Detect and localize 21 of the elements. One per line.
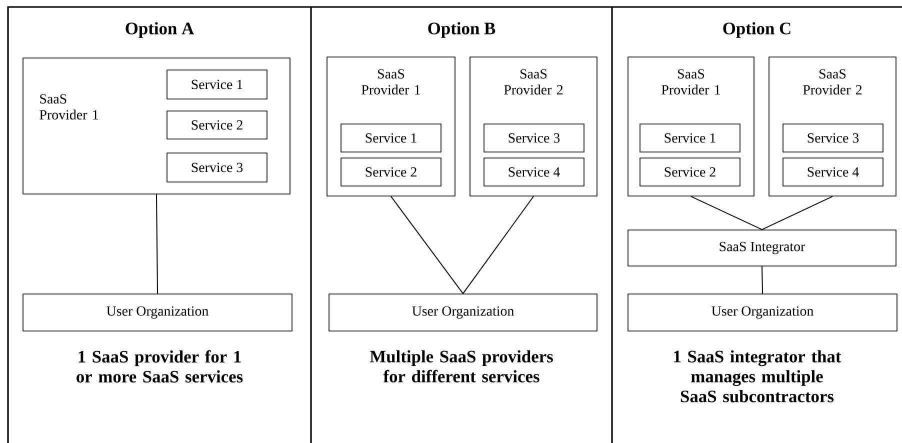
- organization-box: User Organization: [22, 294, 292, 332]
- service-box: Service 3: [484, 124, 584, 152]
- service-box: Service 4: [782, 158, 884, 186]
- service-box: Service 1: [640, 124, 740, 152]
- service-box: Service 3: [166, 152, 268, 182]
- connector-line: [390, 196, 464, 294]
- connector-line: [762, 266, 763, 294]
- organization-box: User Organization: [628, 294, 898, 332]
- service-box: Service 2: [640, 158, 740, 186]
- service-box: Service 2: [340, 158, 442, 186]
- connector-line: [156, 194, 158, 294]
- service-box: Service 2: [166, 110, 268, 140]
- service-box: Service 1: [166, 70, 268, 100]
- connector-line: [462, 196, 534, 294]
- connector-line: [690, 196, 762, 230]
- service-box: Service 3: [782, 124, 884, 152]
- service-box: Service 4: [484, 158, 584, 186]
- organization-box: User Organization: [328, 294, 598, 332]
- service-box: Service 1: [340, 124, 442, 152]
- organization-box: SaaS Integrator: [628, 230, 896, 266]
- connector-line: [762, 196, 833, 230]
